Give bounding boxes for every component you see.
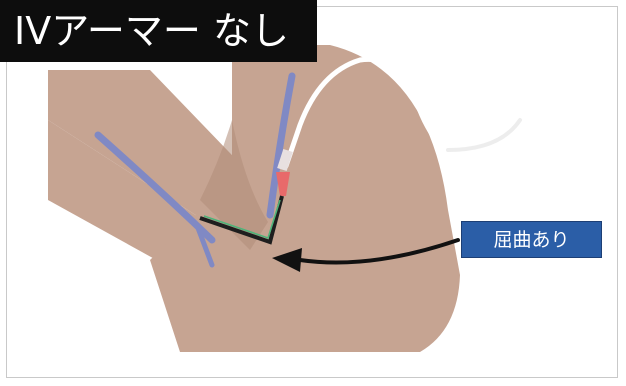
title-banner: IVアーマー なし <box>0 0 317 62</box>
bend-callout-label: 屈曲あり <box>461 221 602 258</box>
iv-tube-faint <box>448 120 520 150</box>
